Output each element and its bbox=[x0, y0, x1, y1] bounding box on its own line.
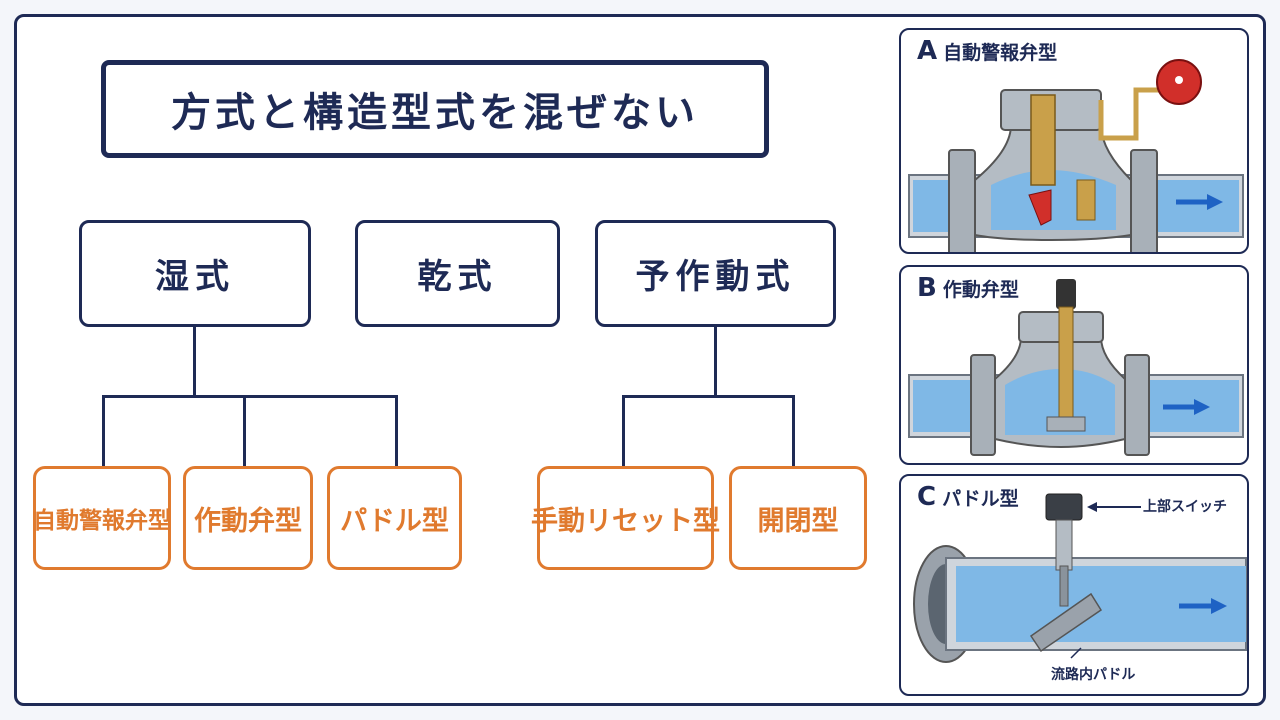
subtype-manual-reset: 手動リセット型 bbox=[531, 466, 720, 570]
connector-line bbox=[243, 395, 246, 467]
page-title: 方式と構造型式を混ぜない bbox=[171, 90, 699, 136]
connector-line bbox=[102, 395, 398, 398]
connector-line bbox=[622, 395, 625, 467]
alarm-valve-illustration bbox=[908, 59, 1244, 252]
subtype-paddle: パドル型 bbox=[327, 466, 462, 570]
connector-line bbox=[792, 395, 795, 467]
title-box: 方式と構造型式を混ぜない bbox=[101, 60, 769, 158]
connector-line bbox=[102, 395, 105, 467]
actuation-valve-illustration bbox=[908, 279, 1244, 456]
callout-top-switch: 上部スイッチ bbox=[1143, 499, 1227, 515]
category-preaction: 予作動式 bbox=[595, 220, 836, 327]
subtype-actuation-valve: 作動弁型 bbox=[183, 466, 313, 570]
category-dry: 乾式 bbox=[355, 220, 560, 327]
category-wet: 湿式 bbox=[79, 220, 311, 327]
paddle-switch-illustration bbox=[913, 493, 1247, 663]
connector-line bbox=[395, 395, 398, 467]
connector-line bbox=[714, 327, 717, 397]
subtype-open-close: 開閉型 bbox=[729, 466, 867, 570]
connector-line bbox=[193, 327, 196, 397]
subtype-auto-alarm-valve: 自動警報弁型 bbox=[33, 466, 171, 570]
callout-paddle: 流路内パドル bbox=[1051, 667, 1136, 683]
connector-line bbox=[622, 395, 795, 398]
